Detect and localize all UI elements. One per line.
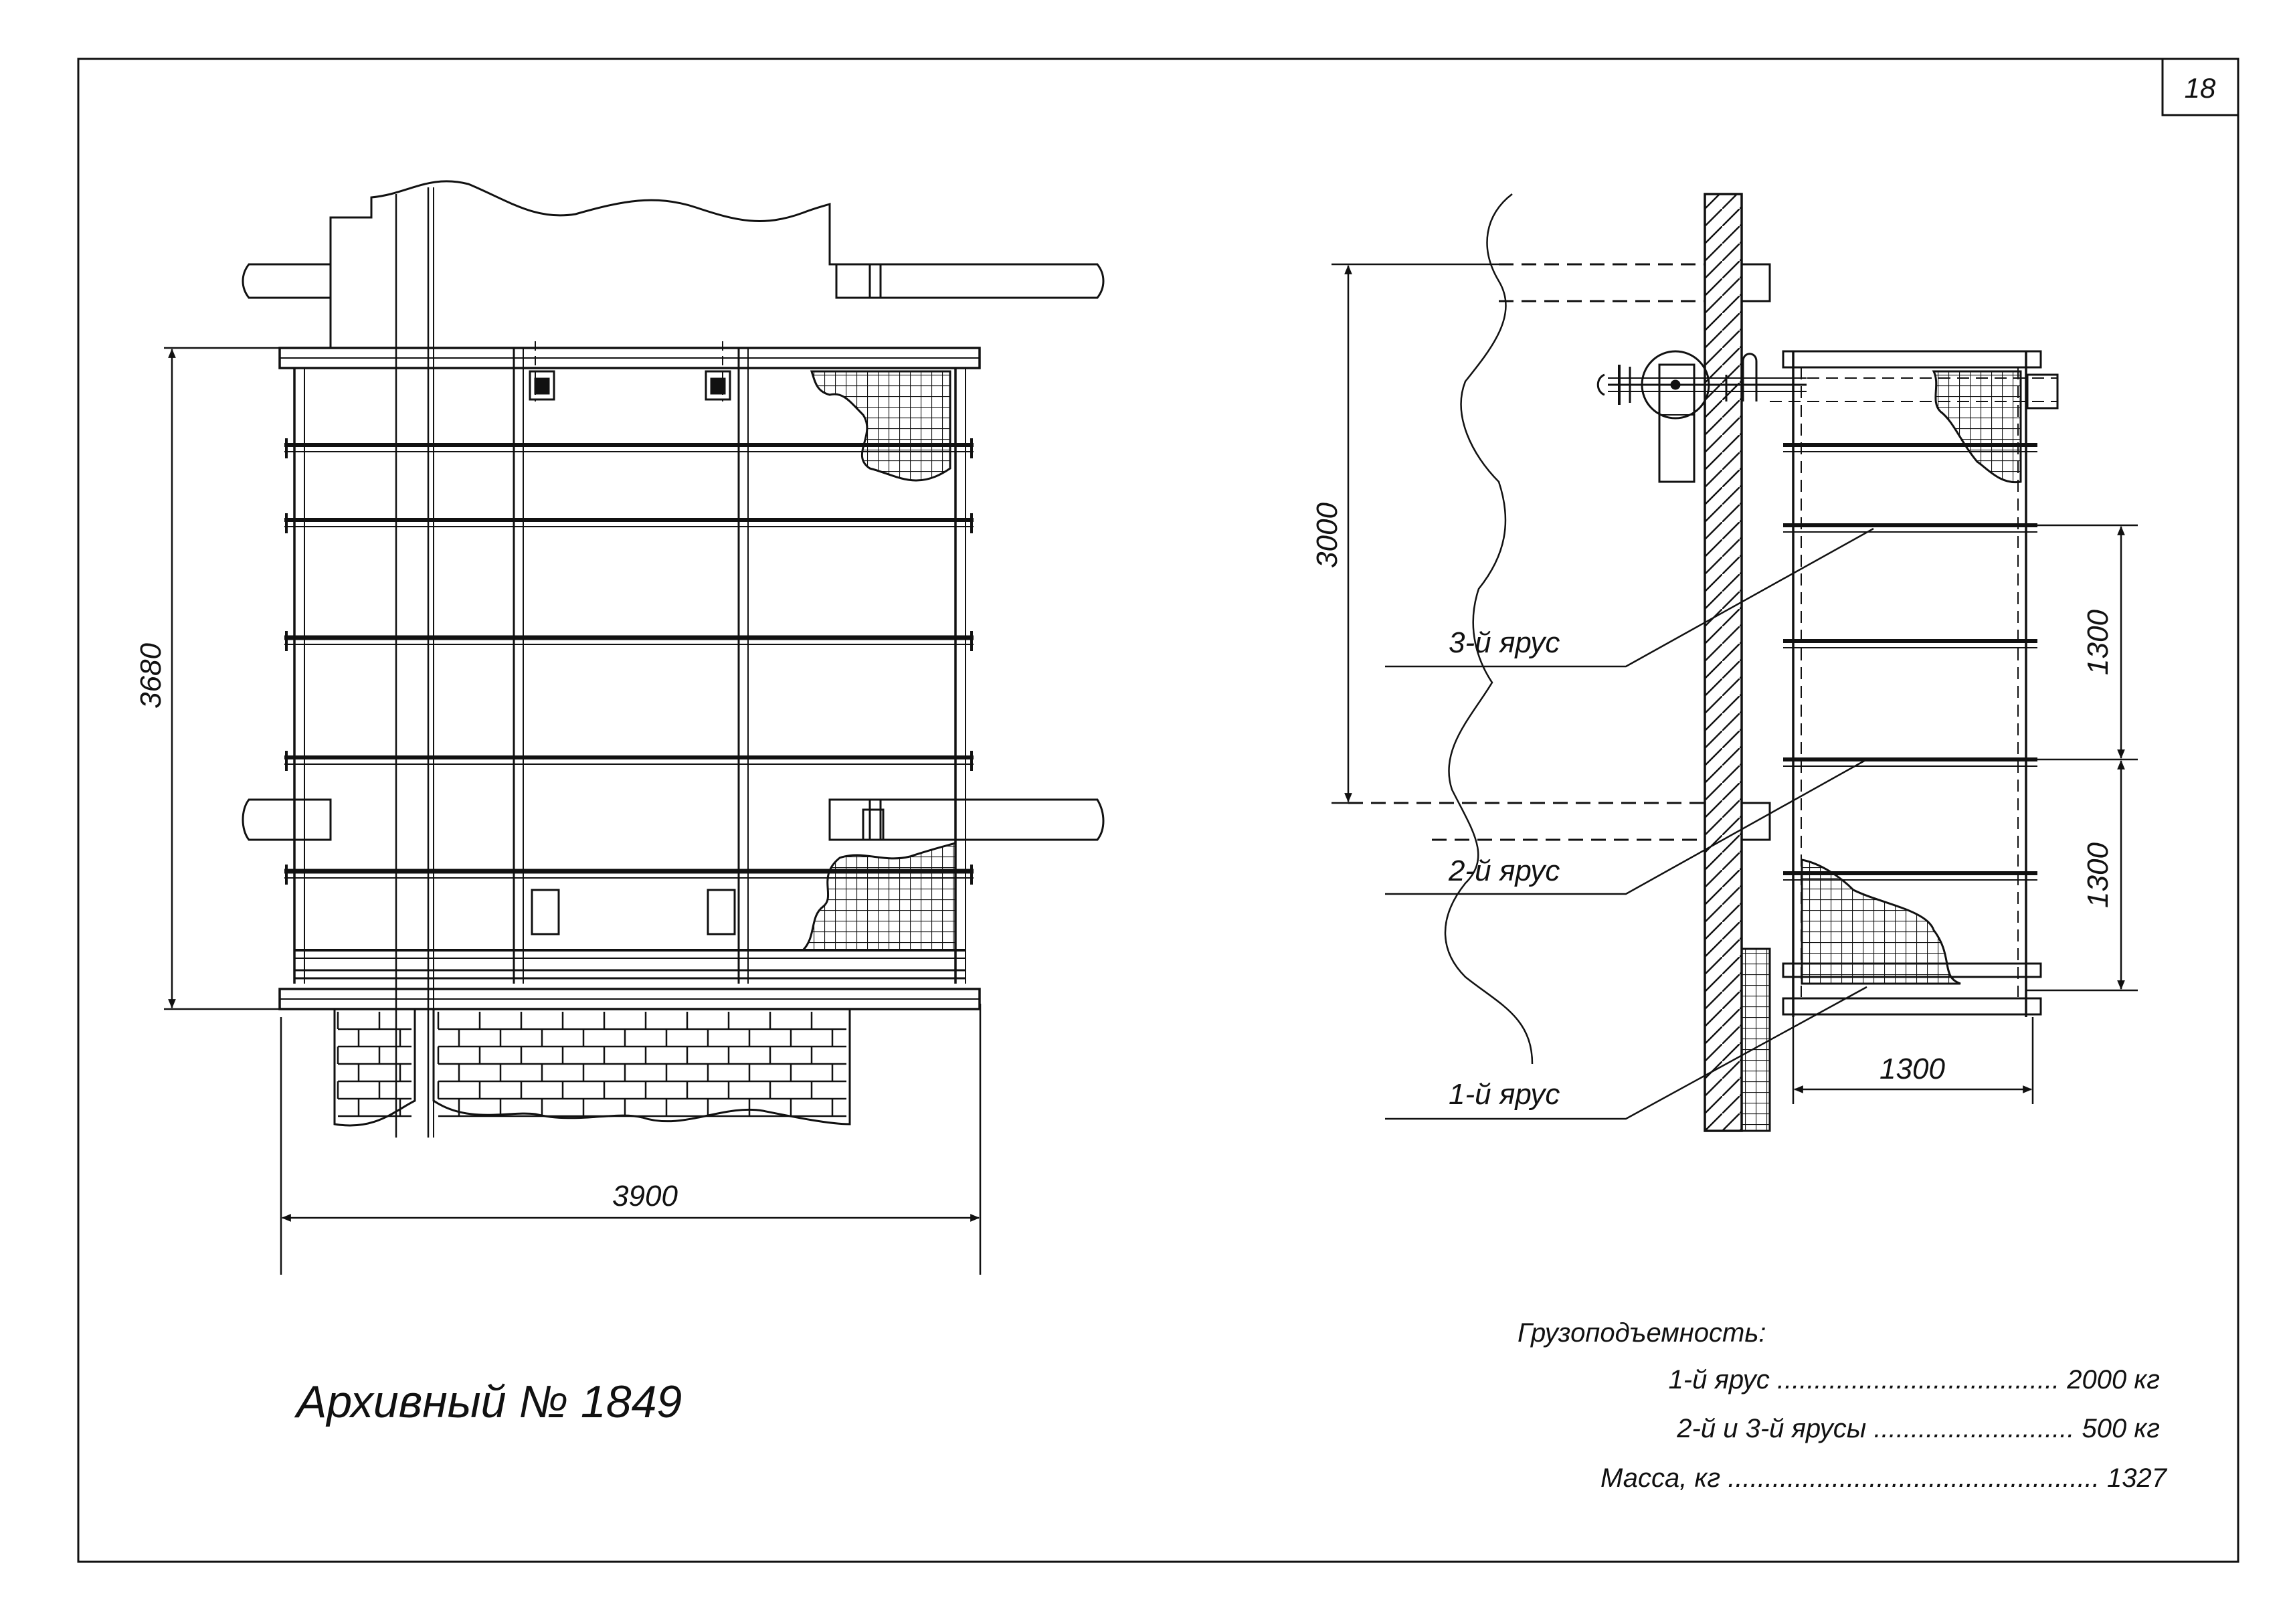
mesh-patch-upper [810,370,951,482]
side-upper-slab [1499,263,1771,302]
spec-row-value: 1327 [2107,1463,2168,1493]
dim-width-label: 3900 [612,1180,678,1212]
spec-row-label: 2-й и 3-й ярусы [1676,1414,1866,1443]
tier-label-3: 3-й ярус [1449,626,1560,659]
dim-depth-label: 1300 [1880,1053,1945,1085]
side-mesh-lower [1801,859,1961,985]
hanger-brackets [529,341,731,401]
upper-floor-slab [242,263,1105,299]
dim-height-label: 3680 [134,643,167,709]
spec-row-dots: ........................................… [1720,1463,2107,1493]
wall-brick-infill [1740,948,1771,1132]
beam-bolts [285,438,973,885]
sheet-number: 18 [2185,72,2216,104]
spec-row-tier1: 1-й ярус ...............................… [1669,1365,2160,1394]
sheet-number-box: 18 [2161,58,2239,116]
dim-tier-lower-label: 1300 [2082,842,2114,908]
hook-bracket [1596,350,1807,483]
tier-label-2: 2-й ярус [1448,854,1560,887]
front-dimensions [164,347,982,1275]
anchor-plate-left [531,889,560,935]
side-view [1348,193,2059,1132]
building-wall [1704,193,1743,1132]
tier-beams [284,443,974,980]
tier-leader-lines [1385,527,1874,1120]
side-mesh-upper [1932,370,2022,484]
side-frame [1770,350,2059,1017]
spec-row-value: 500 кг [2082,1414,2160,1443]
specs-block: Грузоподъемность: 1-й ярус .............… [1518,1318,2168,1493]
section-break-curve [1444,193,1534,1065]
spec-row-tier23: 2-й и 3-й ярусы ........................… [1676,1414,2160,1443]
mesh-patch-lower [800,842,957,952]
spec-row-value: 2000 кг [2066,1365,2160,1394]
dim-tier-upper-label: 1300 [2082,610,2114,675]
tier-label-1: 1-й ярус [1449,1078,1560,1111]
column-upper-outline [329,180,836,348]
spec-row-dots: ...................................... [1770,1365,2068,1394]
side-lower-slab [1348,802,1771,841]
spec-row-mass: Масса, кг ..............................… [1600,1463,2168,1493]
spec-row-label: Масса, кг [1600,1463,1720,1493]
spec-row-label: 1-й ярус [1669,1365,1770,1394]
spec-row-dots: ........................... [1866,1414,2082,1443]
side-dimensions [1332,263,2138,1104]
brick-base [333,1008,851,1127]
specs-heading: Грузоподъемность: [1518,1318,1766,1348]
anchor-plate-right [707,889,736,935]
lower-floor-slab [242,798,1105,841]
front-view [242,180,1105,1138]
dim-total-label: 3000 [1311,503,1344,568]
sheet-border [77,58,2239,1563]
archive-label: Архивный № 1849 [294,1376,682,1427]
